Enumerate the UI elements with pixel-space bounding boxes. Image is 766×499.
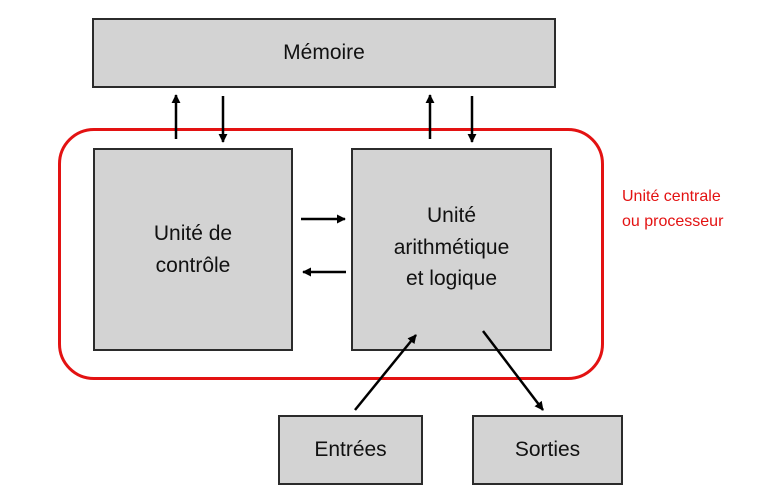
memory-label: Mémoire (283, 41, 365, 65)
outputs-label: Sorties (514, 438, 581, 462)
alu-label: Unité arithmétique et logique (393, 204, 510, 290)
arrow-alu-to-outputs (482, 330, 544, 411)
cpu-label: Unité centrale ou processeur (622, 188, 724, 230)
inputs-box: Entrées (278, 415, 423, 485)
cpu-boundary (58, 128, 604, 380)
alu-box: Unité arithmétique et logique (351, 148, 552, 351)
arrow-inputs-to-alu (354, 334, 417, 411)
outputs-box: Sorties (472, 415, 623, 485)
memory-box: Mémoire (92, 18, 556, 88)
control-unit-label: Unité de contrôle (153, 222, 233, 277)
inputs-label: Entrées (314, 438, 387, 462)
control-unit-box: Unité de contrôle (93, 148, 293, 351)
